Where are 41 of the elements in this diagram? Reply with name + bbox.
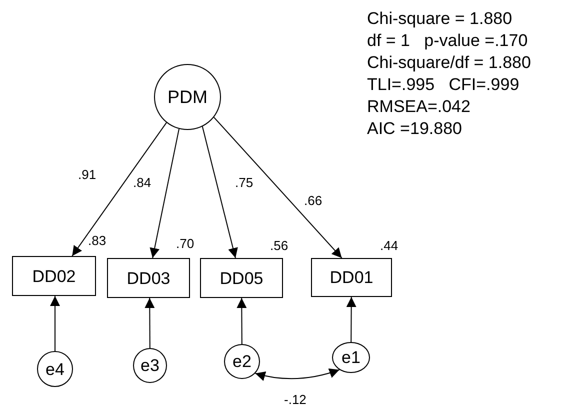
error-term-circle — [224, 344, 260, 379]
fit-statistic: Chi-square = 1.880 — [367, 8, 514, 30]
variable-name: PDM — [168, 88, 208, 106]
variable-name: e4 — [46, 360, 64, 378]
fit-statistic: AIC =19.880 — [367, 118, 463, 140]
edge-label: .84 — [133, 176, 152, 189]
arrow — [213, 116, 342, 258]
variable-name: DD05 — [220, 270, 264, 286]
r-squared-value: .56 — [270, 239, 288, 252]
r-squared-value: .44 — [380, 239, 398, 252]
covariance-arrow — [254, 368, 340, 381]
error-term-circle — [332, 342, 370, 373]
edge-label: .91 — [78, 168, 96, 181]
observed-variable-box — [107, 258, 190, 298]
edge-label: .66 — [304, 194, 322, 207]
error-term-circle — [133, 348, 167, 383]
observed-variable-box — [12, 256, 96, 296]
edge-label: .75 — [235, 176, 254, 189]
observed-variable-box — [311, 258, 392, 297]
arrow — [50, 296, 60, 352]
error-term-circle — [37, 351, 73, 387]
arrow — [236, 298, 247, 344]
arrow — [144, 298, 155, 348]
arrow — [202, 126, 238, 258]
observed-variable-box — [200, 258, 283, 298]
variable-name: e2 — [232, 353, 252, 370]
fit-statistic: RMSEA=.042 — [367, 96, 472, 118]
fit-statistic: df = 1 p-value =.170 — [367, 30, 529, 52]
variable-name: DD01 — [330, 269, 374, 286]
variable-name: e1 — [342, 349, 360, 366]
arrow — [150, 128, 180, 258]
edge-label: -.12 — [284, 393, 306, 406]
arrow — [346, 296, 356, 342]
r-squared-value: .83 — [88, 234, 106, 247]
r-squared-value: .70 — [176, 237, 194, 250]
variable-name: e3 — [140, 357, 160, 374]
fit-statistic: Chi-square/df = 1.880 — [367, 52, 531, 74]
arrow — [72, 122, 167, 256]
variable-name: DD03 — [126, 270, 170, 286]
fit-statistic: TLI=.995 CFI=.999 — [367, 74, 520, 96]
variable-name: DD02 — [32, 268, 76, 284]
